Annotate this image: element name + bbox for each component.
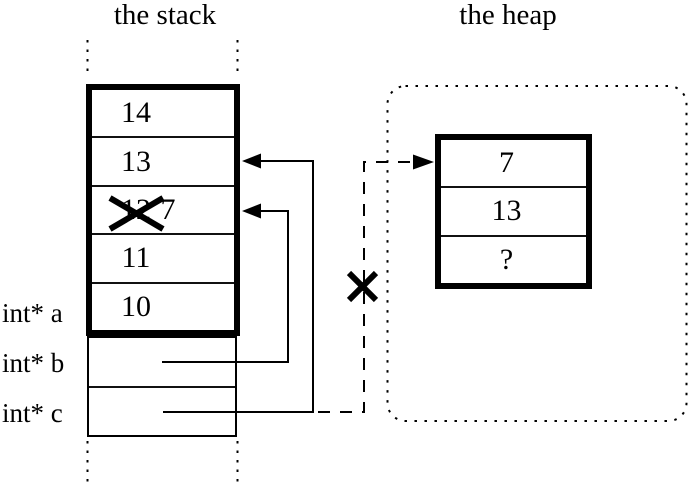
stack-cell: 10 bbox=[92, 284, 234, 330]
pointer-slot-c bbox=[89, 388, 235, 436]
stack-cell: 11 bbox=[92, 235, 234, 284]
heap-cell: 7 bbox=[441, 140, 586, 189]
stack-cell: 14 bbox=[92, 90, 234, 139]
arrowhead-right-icon bbox=[413, 154, 434, 170]
replacement-value: 7 bbox=[160, 193, 176, 227]
stack-cell-value: 10 bbox=[121, 289, 151, 323]
pointer-slot-b bbox=[89, 338, 235, 388]
heap-cell-value: 13 bbox=[491, 194, 522, 228]
dangling-pointer-dashed-arrow bbox=[318, 154, 434, 413]
stack-title: the stack bbox=[113, 0, 217, 31]
heap-title: the heap bbox=[459, 0, 557, 31]
heap-cell-value: ? bbox=[499, 242, 514, 276]
pointer-slots-box bbox=[87, 336, 237, 437]
arrowhead-left-icon bbox=[242, 153, 261, 169]
cross-out-pointer-x-icon bbox=[346, 270, 379, 303]
stack-cell-value: 11 bbox=[121, 241, 151, 275]
arrowhead-left-icon bbox=[242, 203, 261, 219]
pointer-label-c: int* c bbox=[2, 398, 63, 428]
stack-cell-value: 14 bbox=[121, 96, 151, 130]
stack-cell-overwritten: 12 7 bbox=[92, 187, 234, 236]
stack-cell-value: 13 bbox=[121, 144, 151, 178]
stack-box: 14 13 12 7 11 10 bbox=[86, 84, 240, 336]
heap-cell: ? bbox=[441, 237, 586, 283]
pointer-label-b: int* b bbox=[2, 348, 65, 378]
heap-cell: 13 bbox=[441, 188, 586, 237]
heap-cell-value: 7 bbox=[499, 146, 514, 180]
stack-cell: 13 bbox=[92, 138, 234, 187]
pointer-label-a: int* a bbox=[2, 298, 63, 328]
heap-box: 7 13 ? bbox=[435, 134, 592, 289]
